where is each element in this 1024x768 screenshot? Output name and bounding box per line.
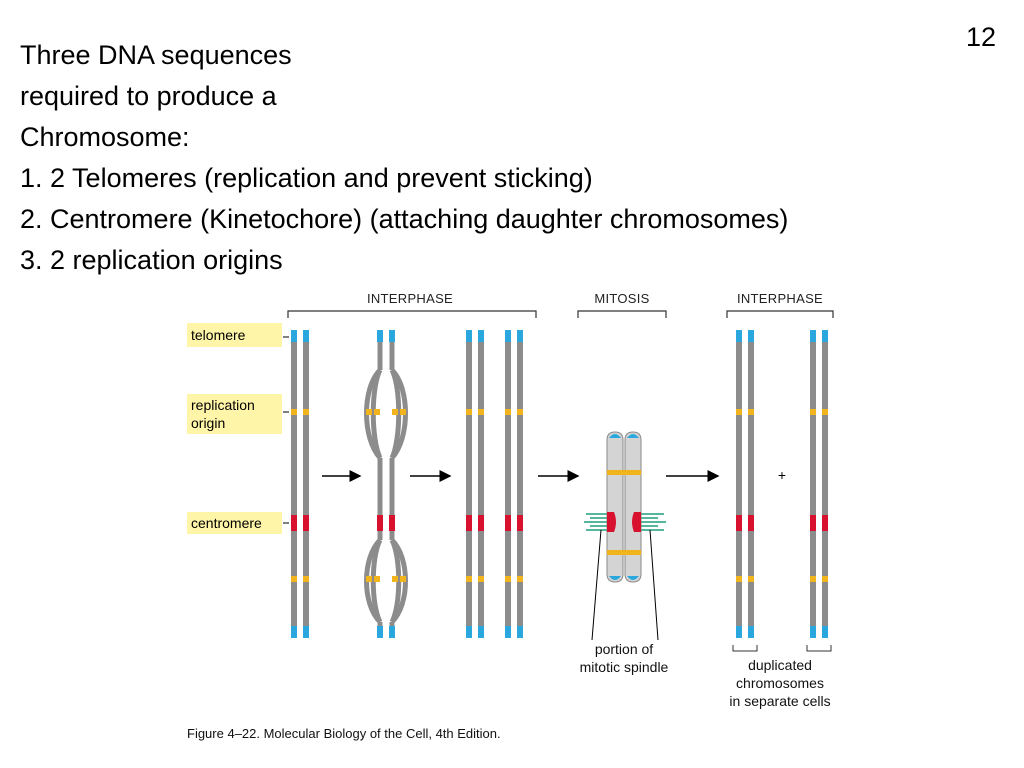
mitotic-spindle (584, 513, 666, 531)
daughter-chromosome-2 (810, 330, 828, 638)
telomere-top (291, 330, 297, 342)
phase-label-interphase-left: INTERPHASE (367, 291, 453, 306)
telomere-bottom (291, 626, 297, 638)
text-line-5: 2. Centromere (Kinetochore) (attaching d… (20, 204, 789, 234)
replication-origin-label-line1: replication (191, 397, 255, 413)
text-line-2: required to produce a (20, 81, 277, 111)
text-line-1: Three DNA sequences (20, 40, 292, 70)
phase-bracket-interphase-left (287, 310, 537, 318)
figure-caption: Figure 4–22. Molecular Biology of the Ce… (187, 726, 501, 741)
duplicated-caption-line3: in separate cells (729, 693, 830, 709)
text-line-4: 1. 2 Telomeres (replication and prevent … (20, 163, 593, 193)
text-line-3: Chromosome: (20, 122, 190, 152)
phase-bracket-mitosis (577, 310, 667, 318)
phase-bracket-interphase-right (726, 310, 834, 318)
chromosome-replicated-pair (466, 330, 523, 638)
chromosome-unreplicated (291, 330, 309, 638)
telomere-label: telomere (191, 327, 246, 343)
phase-label-mitosis: MITOSIS (594, 291, 649, 306)
text-line-6: 3. 2 replication origins (20, 245, 283, 275)
spindle-caption-line1: portion of (595, 641, 653, 657)
centromere-label: centromere (191, 515, 262, 531)
duplicated-caption-line2: chromosomes (736, 675, 824, 691)
replication-origin-label-bg (187, 394, 282, 434)
replication-origin-lower (291, 576, 297, 582)
slide-text: Three DNA sequences required to produce … (20, 35, 1010, 281)
slide-number: 12 (965, 22, 996, 52)
centromere-label-bg (187, 512, 282, 534)
daughter-chromosome-1 (736, 330, 754, 638)
centromere (291, 515, 297, 531)
replication-origin-label-line2: origin (191, 415, 225, 431)
chromosome-replicating (364, 330, 408, 638)
replication-origin-upper (291, 409, 297, 415)
duplicated-caption-line1: duplicated (748, 657, 812, 673)
telomere-label-bg (187, 323, 282, 347)
mitotic-chromosome (584, 431, 666, 641)
phase-label-interphase-right: INTERPHASE (737, 291, 823, 306)
plus-sign: + (778, 467, 786, 483)
spindle-caption-line2: mitotic spindle (580, 659, 669, 675)
